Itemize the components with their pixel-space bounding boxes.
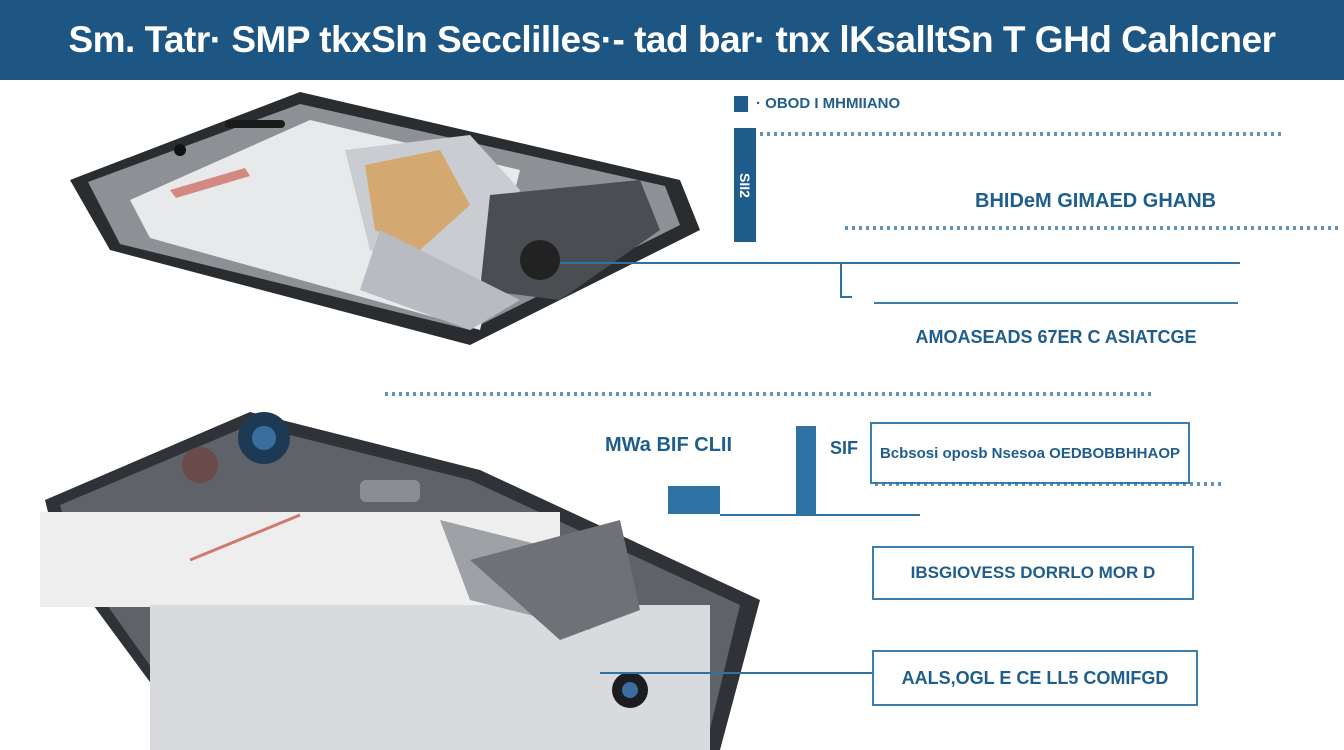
connector-line	[560, 262, 1240, 264]
top-phone	[70, 92, 700, 345]
header-banner	[0, 0, 1344, 80]
callout-box-4: AALS,OGL E CE LL5 COMIFGD	[872, 650, 1198, 706]
section-title: BHIDeM GIMAED GHANB	[975, 190, 1217, 212]
connector-line	[720, 514, 920, 516]
callout-box-2: Bcbsosi oposb Nsesoa OEDBOBBHHAOP	[870, 422, 1190, 484]
connector-line	[600, 672, 872, 674]
dotted-line	[845, 226, 1340, 230]
callout-box-2-text: Bcbsosi oposb Nsesoa OEDBOBBHHAOP	[879, 444, 1181, 462]
connector-line	[840, 296, 852, 298]
callout-box-1-text: AMOASEADS 67ER C ASIATCGE	[915, 326, 1197, 347]
callout-box-3-text: IBSGIOVESS DORRLO MOR D	[910, 563, 1156, 582]
dotted-line	[385, 392, 1155, 396]
left-mid-label: MWa BIF CLII	[605, 434, 733, 456]
mid-block	[668, 486, 720, 514]
page-title: Sm. Tatr· SMP tkxSln Secclilles·- tad ba…	[68, 19, 1276, 60]
bottom-phone	[40, 412, 760, 750]
side-tab: SII2	[734, 128, 756, 242]
connector-line	[840, 262, 842, 298]
dotted-line	[875, 482, 1225, 486]
top-tab-label: · OBOD I MHMIIANO	[734, 96, 1002, 112]
mid-block-vertical	[796, 426, 816, 514]
callout-box-3: IBSGIOVESS DORRLO MOR D	[872, 546, 1194, 600]
callout-box-1: AMOASEADS 67ER C ASIATCGE	[874, 302, 1238, 370]
callout-box-4-text: AALS,OGL E CE LL5 COMIFGD	[901, 667, 1169, 688]
mid-small-label: SIF	[830, 438, 859, 458]
dotted-line	[760, 132, 1285, 136]
